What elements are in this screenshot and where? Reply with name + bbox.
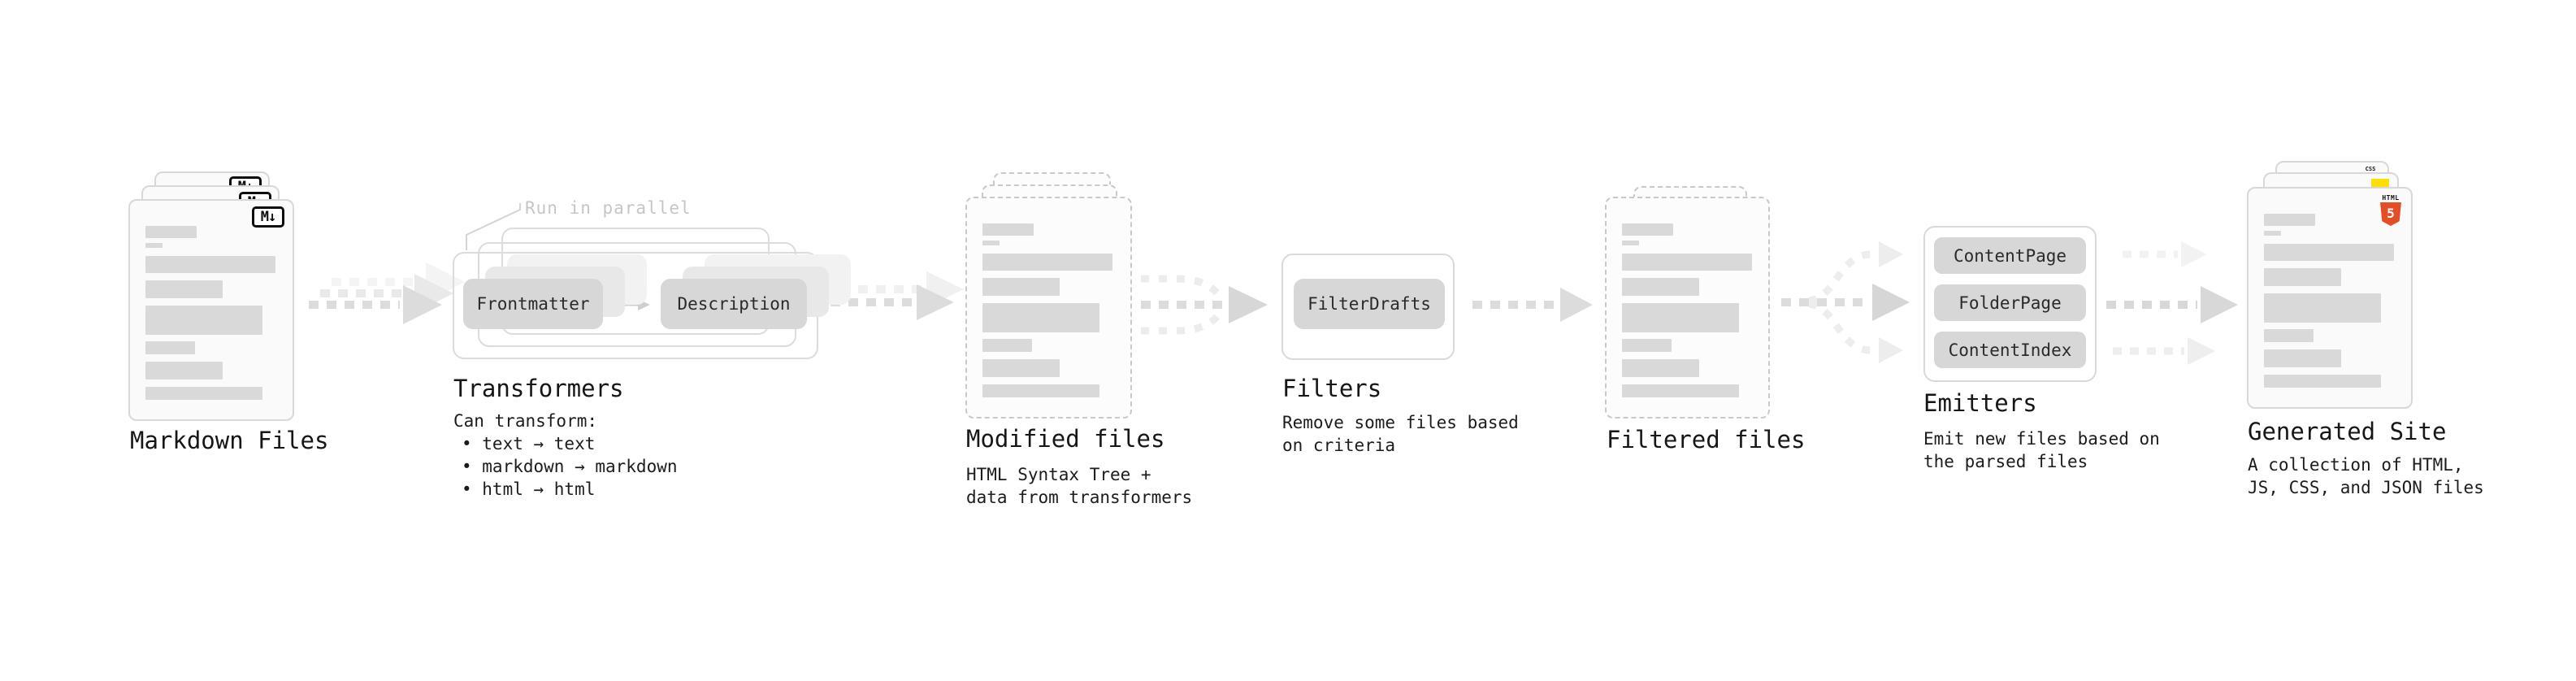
placeholder-line xyxy=(2264,349,2341,367)
css-icon-label: CSS xyxy=(2365,166,2376,172)
description-line: • html → html xyxy=(462,479,596,499)
stage-title-filters: Filters xyxy=(1282,375,1382,402)
placeholder-line xyxy=(145,362,223,380)
stage-title-generated-site: Generated Site xyxy=(2248,418,2447,445)
description-line: data from transformers xyxy=(966,488,1193,507)
placeholder-line xyxy=(982,223,1034,236)
folderpage-pill: FolderPage xyxy=(1934,284,2086,321)
placeholder-line xyxy=(1622,359,1699,377)
generated-site-description: A collection of HTML, JS, CSS, and JSON … xyxy=(2248,453,2484,499)
emitters-group: ContentPage FolderPage ContentIndex xyxy=(1923,226,2097,382)
placeholder-line xyxy=(145,306,262,335)
modified-files-stack xyxy=(965,172,1134,419)
placeholder-line xyxy=(2264,375,2381,388)
description-line: Remove some files based xyxy=(1282,413,1519,432)
placeholder-line xyxy=(1622,223,1673,236)
filters-group: FilterDrafts xyxy=(1281,254,1455,360)
generated-site-stack: CSS HTML 5 xyxy=(2247,161,2414,409)
html5-icon: HTML 5 xyxy=(2380,194,2401,226)
placeholder-line xyxy=(2264,231,2281,236)
html5-icon-shield: 5 xyxy=(2380,202,2401,226)
placeholder-line xyxy=(1622,303,1739,332)
placeholder-line xyxy=(1622,339,1672,352)
arrow-modified-to-filters-merge xyxy=(1141,275,1268,335)
placeholder-line xyxy=(1622,278,1699,296)
description-line: • text → text xyxy=(462,434,596,453)
placeholder-line xyxy=(1622,384,1739,397)
stage-title-emitters: Emitters xyxy=(1923,389,2037,417)
contentindex-pill: ContentIndex xyxy=(1934,332,2086,368)
placeholder-line xyxy=(2264,268,2341,286)
contentpage-pill: ContentPage xyxy=(1934,237,2086,274)
filtered-doc-front xyxy=(1605,197,1770,419)
description-line: JS, CSS, and JSON files xyxy=(2248,478,2484,497)
placeholder-line xyxy=(982,241,1000,245)
transformers-group: Frontmatter Description xyxy=(453,228,851,366)
arrow-emitters-to-generated xyxy=(2106,241,2238,365)
placeholder-line xyxy=(982,384,1099,397)
placeholder-line xyxy=(145,280,223,298)
emitters-description: Emit new files based on the parsed files xyxy=(1923,427,2160,473)
description-line: on criteria xyxy=(1282,436,1396,455)
run-in-parallel-annotation: Run in parallel xyxy=(525,198,692,218)
arrow-filtered-to-emitters-fanout xyxy=(1781,241,1910,363)
frontmatter-pill: Frontmatter xyxy=(463,279,603,329)
placeholder-line xyxy=(1622,254,1752,271)
arrow-filters-to-filtered xyxy=(1472,288,1593,322)
description-line: Can transform: xyxy=(453,411,598,431)
filters-description: Remove some files based on criteria xyxy=(1282,411,1519,457)
placeholder-line xyxy=(2264,244,2394,261)
placeholder-line xyxy=(2264,329,2314,342)
stage-title-filtered-files: Filtered files xyxy=(1607,426,1806,453)
emitters-box xyxy=(1923,226,2097,382)
placeholder-line xyxy=(145,226,197,238)
description-line: Emit new files based on xyxy=(1923,429,2160,449)
placeholder-line xyxy=(982,359,1060,377)
placeholder-line xyxy=(2264,293,2381,323)
placeholder-line xyxy=(145,341,195,354)
markdown-files-stack: M↓ M↓ M↓ xyxy=(128,171,296,421)
generated-doc-front: HTML 5 xyxy=(2247,187,2413,409)
description-line: HTML Syntax Tree + xyxy=(966,465,1151,484)
filters-box xyxy=(1281,254,1455,360)
description-line: • markdown → markdown xyxy=(462,457,678,476)
placeholder-line xyxy=(2264,214,2315,226)
filtered-files-stack xyxy=(1605,186,1772,419)
placeholder-line xyxy=(145,256,275,273)
filterdrafts-pill: FilterDrafts xyxy=(1294,279,1445,329)
placeholder-line xyxy=(982,278,1060,296)
placeholder-line xyxy=(1622,241,1639,245)
transformers-description: Can transform: • text → text • markdown … xyxy=(453,410,678,501)
html5-icon-label: HTML xyxy=(2382,194,2400,202)
modified-files-description: HTML Syntax Tree + data from transformer… xyxy=(966,463,1192,509)
placeholder-line xyxy=(145,387,262,400)
description-pill: Description xyxy=(661,279,807,329)
placeholder-line xyxy=(982,254,1112,271)
markdown-icon: M↓ xyxy=(252,206,284,228)
stage-title-transformers: Transformers xyxy=(453,375,624,402)
markdown-doc-front: M↓ xyxy=(128,199,294,421)
arrow-markdown-to-transformers xyxy=(309,262,465,324)
description-line: the parsed files xyxy=(1923,452,2088,471)
placeholder-line xyxy=(982,339,1032,352)
stage-title-markdown-files: Markdown Files xyxy=(130,427,329,454)
placeholder-line xyxy=(982,303,1099,332)
stage-title-modified-files: Modified files xyxy=(966,425,1165,453)
placeholder-line xyxy=(145,243,163,248)
modified-doc-front xyxy=(965,197,1132,419)
description-line: A collection of HTML, xyxy=(2248,455,2464,475)
